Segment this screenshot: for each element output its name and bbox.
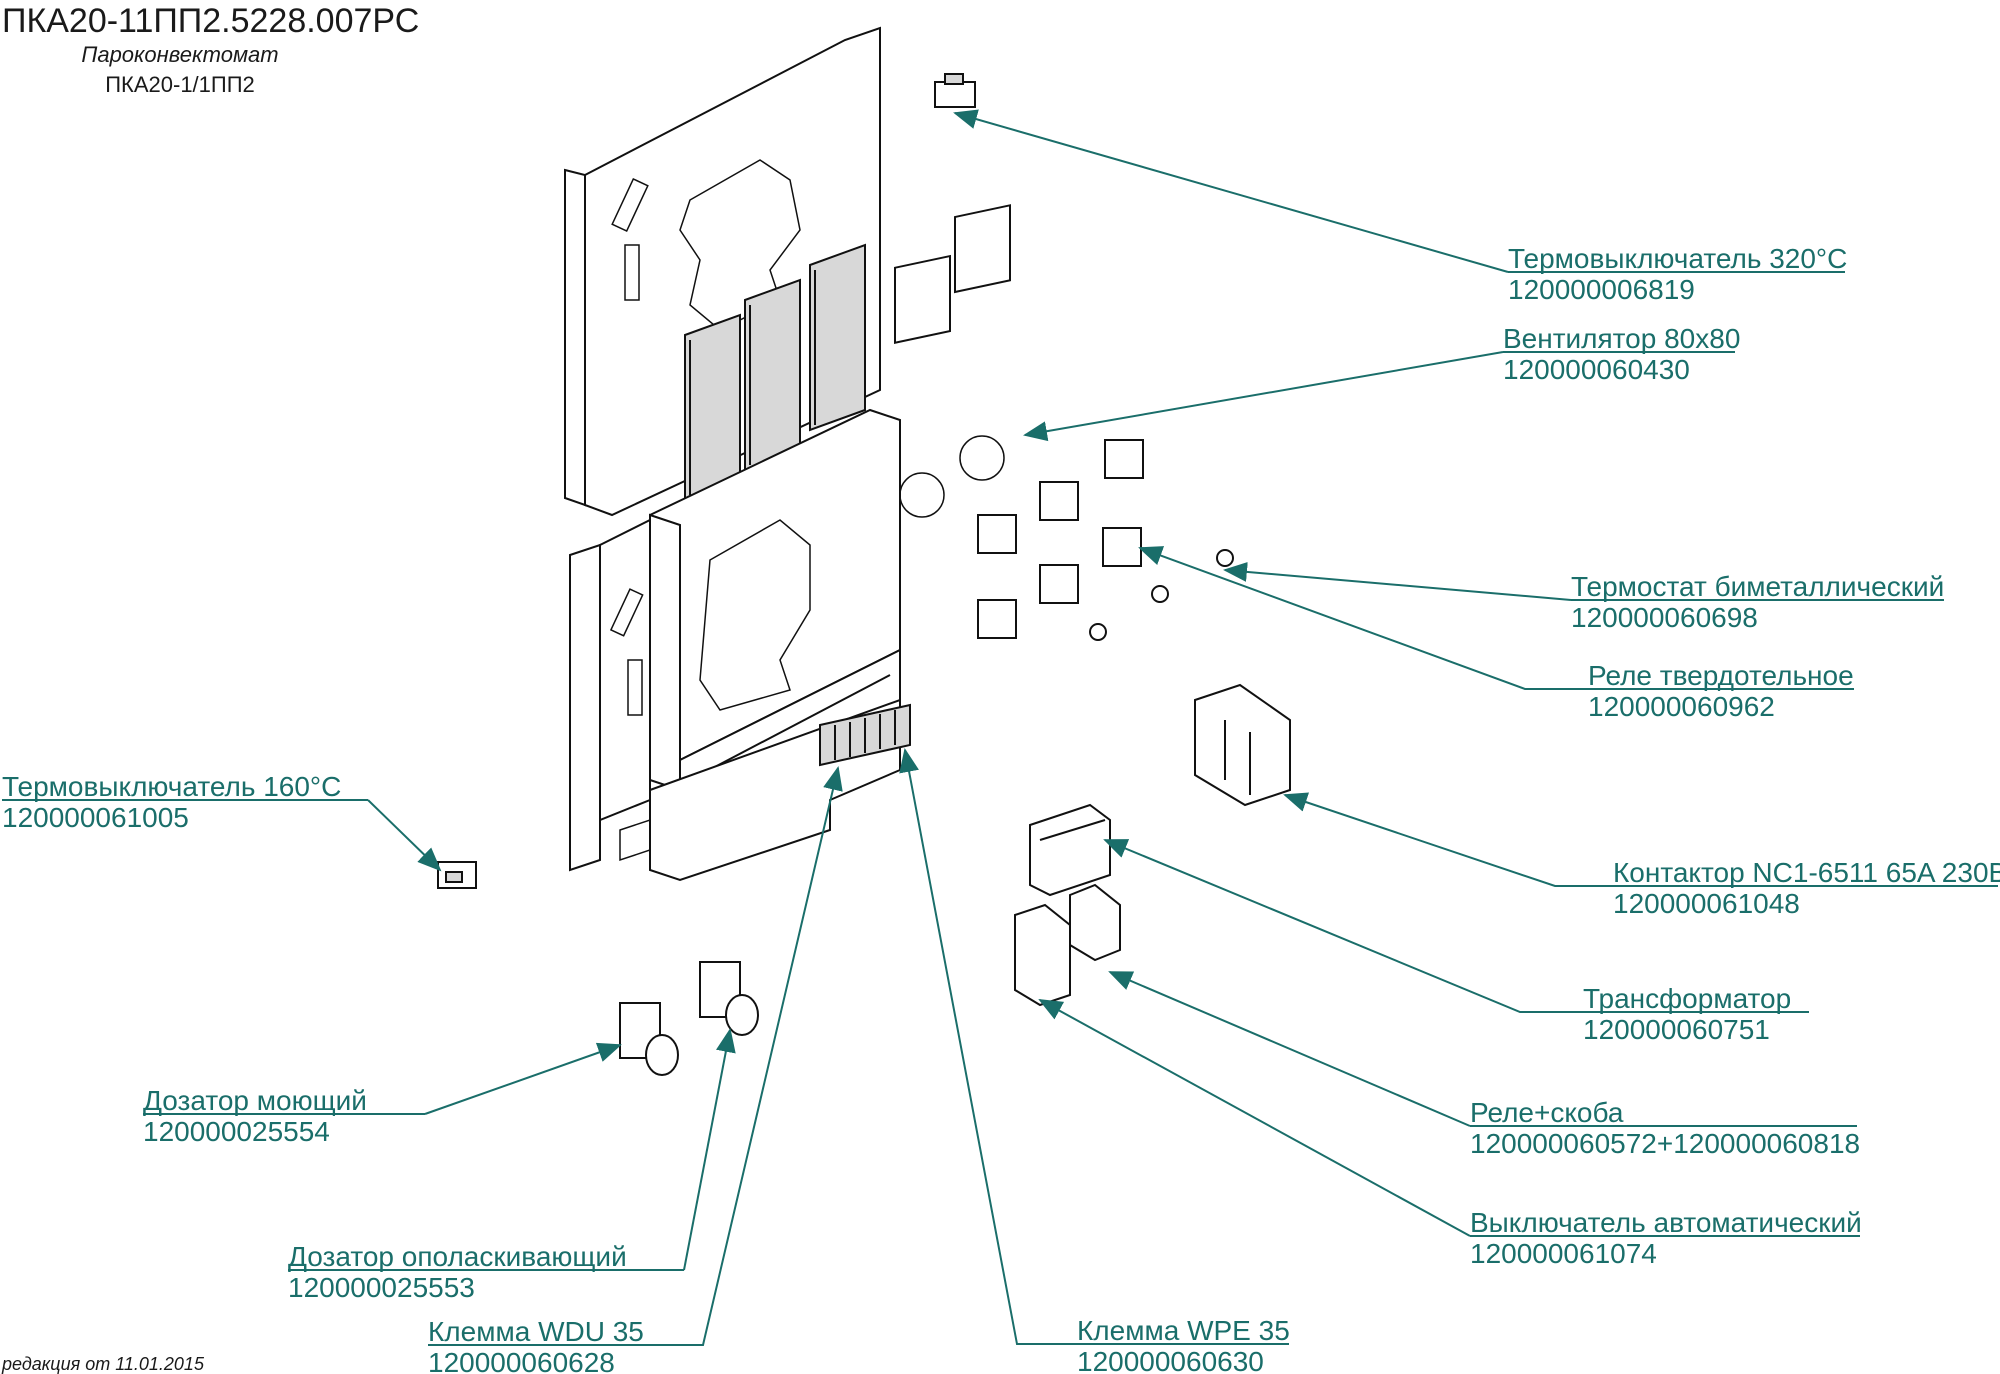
callout-name: Выключатель автоматический <box>1470 1207 1862 1238</box>
fan-parts <box>894 204 1011 518</box>
callout-name: Термовыключатель 160°C <box>2 771 341 802</box>
callout-leader <box>953 109 1509 273</box>
callout-code: 120000060572+120000060818 <box>1470 1128 1860 1159</box>
callout-code: 120000025554 <box>143 1116 330 1147</box>
thermostat-parts <box>1089 549 1234 641</box>
terminal-rail <box>819 703 911 767</box>
callout-code: 120000060628 <box>428 1347 615 1374</box>
callout-code: 120000060962 <box>1588 691 1775 722</box>
callout-code: 120000060751 <box>1583 1014 1770 1045</box>
callout-name: Термостат биметаллический <box>1571 571 1944 602</box>
enclosure-box <box>649 408 901 812</box>
callout-layer: Термовыключатель 320°C120000006819Вентил… <box>2 109 2000 1374</box>
callout-leader <box>1038 999 1471 1237</box>
breaker-and-relay-parts <box>1014 883 1121 1007</box>
contactor-part <box>1194 683 1291 807</box>
callout-name: Реле+скоба <box>1470 1097 1624 1128</box>
callout-name: Термовыключатель 320°C <box>1508 243 1847 274</box>
document-code: ПКА20-11ПП2.5228.007РС <box>2 2 419 40</box>
product-type: Пароконвектомат <box>81 42 278 67</box>
thermal-switch-160-part <box>437 861 477 889</box>
callout-leader <box>899 748 1077 1345</box>
callout-name: Дозатор ополаскивающий <box>288 1241 627 1272</box>
callout-leader <box>1103 839 1583 1013</box>
callout-code: 120000061074 <box>1470 1238 1657 1269</box>
callout-name: Трансформатор <box>1583 983 1791 1014</box>
product-model: ПКА20-1/1ПП2 <box>105 72 255 97</box>
callout-name: Контактор NC1-6511 65A 230В <box>1613 857 2000 888</box>
callout-code: 120000060630 <box>1077 1346 1264 1374</box>
callout-leader <box>424 1042 622 1115</box>
callout-code: 120000060698 <box>1571 602 1758 633</box>
callout-leader <box>1283 792 1613 887</box>
callout-leader <box>367 799 442 872</box>
callout-leader <box>683 1028 736 1271</box>
thermal-switch-320-part <box>934 73 976 108</box>
callout-name: Клемма WDU 35 <box>428 1316 644 1347</box>
callout-name: Дозатор моющий <box>143 1085 367 1116</box>
doser-parts <box>619 961 759 1076</box>
callout-code: 120000061048 <box>1613 888 1800 919</box>
callout-leader <box>643 766 843 1346</box>
transformer-part <box>1029 803 1111 897</box>
callout-name: Клемма WPE 35 <box>1077 1315 1290 1346</box>
main-mounting-panel <box>564 26 911 882</box>
revision-note: редакция от 11.01.2015 <box>1 1354 205 1374</box>
callout-code: 120000060430 <box>1503 354 1690 385</box>
callout-leader <box>1108 971 1471 1127</box>
callout-code: 120000006819 <box>1508 274 1695 305</box>
callout-code: 120000025553 <box>288 1272 475 1303</box>
callout-name: Вентилятор 80х80 <box>1503 323 1740 354</box>
callout-code: 120000061005 <box>2 802 189 833</box>
callout-name: Реле твердотельное <box>1588 660 1854 691</box>
callout-leader <box>1223 561 1572 601</box>
title-block: ПКА20-11ПП2.5228.007РС Пароконвектомат П… <box>2 2 419 97</box>
callout-leader <box>1023 351 1504 442</box>
solid-state-relay-parts <box>977 439 1144 639</box>
callout-leader <box>1138 546 1588 690</box>
